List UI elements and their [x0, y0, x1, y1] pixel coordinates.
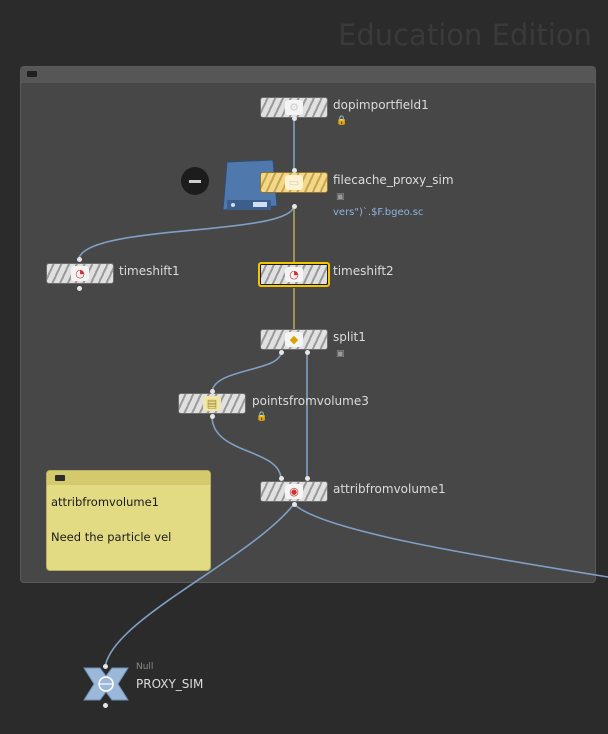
- lock-icon: 🔒: [256, 412, 268, 422]
- input-port[interactable]: [210, 389, 215, 394]
- lock-icon: 🔒: [336, 116, 348, 126]
- split-icon: ◆: [285, 332, 303, 347]
- wire-split-to-pointsfromvolume: [211, 351, 282, 394]
- node-label-attribfromvolume: attribfromvolume1: [333, 482, 446, 496]
- sticky-note[interactable]: attribfromvolume1 Need the particle vel: [46, 470, 211, 571]
- network-box-collapse-button[interactable]: [27, 71, 37, 77]
- null-node-type-label: Null: [136, 662, 154, 672]
- node-label-timeshift2: timeshift2: [333, 264, 394, 278]
- input-port[interactable]: [77, 257, 82, 262]
- timeshift-icon: ◔: [71, 266, 89, 281]
- node-split[interactable]: ◆: [260, 329, 328, 350]
- sticky-note-text: Need the particle vel: [51, 530, 172, 544]
- output-port[interactable]: [210, 414, 215, 419]
- attrib-from-volume-icon: ◉: [285, 484, 303, 499]
- wire-filecache-to-timeshift1: [78, 205, 295, 259]
- output-port-1[interactable]: [279, 350, 284, 355]
- wire-pointsfromvolume-to-attribfromvolume: [211, 415, 282, 480]
- output-port[interactable]: [292, 502, 297, 507]
- input-port-2[interactable]: [305, 476, 310, 481]
- node-pointsfromvolume[interactable]: ▤: [178, 393, 246, 414]
- dopimport-icon: ⚙: [285, 100, 303, 115]
- input-port-1[interactable]: [279, 476, 284, 481]
- output-port[interactable]: [292, 116, 297, 121]
- node-null-proxy-sim[interactable]: [80, 664, 132, 704]
- node-label-timeshift1: timeshift1: [119, 264, 180, 278]
- node-label-pointsfromvolume: pointsfromvolume3: [252, 394, 369, 408]
- sticky-note-collapse-button[interactable]: [55, 475, 65, 481]
- output-port[interactable]: [103, 703, 108, 708]
- sticky-note-title: attribfromvolume1: [51, 495, 159, 509]
- lock-icon: ▣: [336, 192, 345, 202]
- node-label-split: split1: [333, 330, 366, 344]
- wire-attribfromvolume-offscreen: [293, 503, 608, 578]
- output-port[interactable]: [77, 286, 82, 291]
- node-dopimportfield[interactable]: ⚙: [260, 97, 328, 118]
- node-label-dopimportfield: dopimportfield1: [333, 98, 429, 112]
- wire-attribfromvolume-to-null: [104, 503, 295, 669]
- display-flag-icon: ▣: [336, 349, 345, 359]
- timeshift-icon: ◔: [285, 267, 303, 282]
- points-from-volume-icon: ▤: [203, 396, 221, 411]
- education-edition-watermark: Education Edition: [338, 18, 592, 52]
- node-label-null: PROXY_SIM: [136, 677, 204, 691]
- node-timeshift2-selected[interactable]: ◔: [258, 262, 330, 287]
- network-box-header[interactable]: [21, 67, 595, 83]
- node-label-filecache: filecache_proxy_sim: [333, 173, 454, 187]
- file-cache-icon: ▭: [285, 175, 303, 190]
- sticky-note-header[interactable]: [47, 471, 210, 485]
- node-timeshift1[interactable]: ◔: [46, 263, 114, 284]
- minus-circle-icon[interactable]: [181, 167, 209, 195]
- input-port[interactable]: [292, 168, 297, 173]
- input-port[interactable]: [103, 664, 108, 669]
- node-filecache[interactable]: ▭: [260, 172, 328, 193]
- node-attribfromvolume[interactable]: ◉: [260, 481, 328, 502]
- output-port-2[interactable]: [305, 350, 310, 355]
- output-port[interactable]: [292, 204, 297, 209]
- filecache-path-expression: vers")`.$F.bgeo.sc: [333, 207, 424, 218]
